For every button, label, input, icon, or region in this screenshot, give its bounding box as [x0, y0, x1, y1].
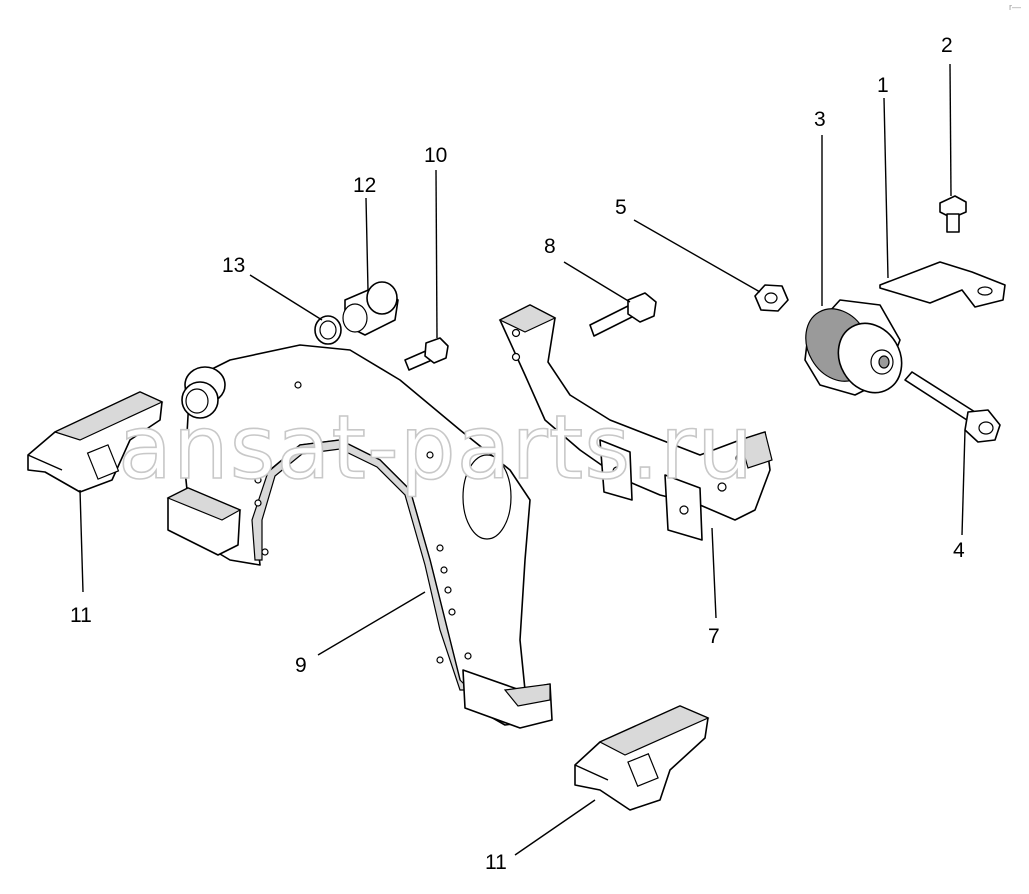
- part-11-block-upper: [27, 391, 164, 493]
- part-5-nut: [754, 284, 789, 312]
- callout-7: 7: [708, 625, 720, 648]
- part-1-plate: [879, 261, 1006, 308]
- corner-mark: r—: [1009, 2, 1021, 12]
- watermark-text: ansat-parts.ru: [118, 396, 754, 499]
- part-9-arch-bracket: [166, 344, 553, 729]
- callout-2: 2: [941, 34, 953, 57]
- callout-8: 8: [544, 235, 556, 258]
- callout-9: 9: [295, 654, 307, 677]
- callout-1: 1: [877, 74, 889, 97]
- part-4-long-bolt: [904, 371, 1001, 443]
- callout-12: 12: [353, 174, 376, 197]
- part-2-small-bolt: [939, 195, 967, 233]
- part-12-bushing: [342, 281, 399, 336]
- callout-11-lower: 11: [485, 851, 507, 874]
- callout-11-upper: 11: [70, 604, 92, 627]
- callout-4: 4: [953, 539, 965, 562]
- part-7-bent-bracket: [498, 304, 773, 541]
- callout-10: 10: [424, 144, 447, 167]
- part-10-bolt: [404, 337, 449, 371]
- leader-lines: [79, 63, 966, 856]
- part-11-block-lower: [574, 705, 710, 811]
- callout-3: 3: [814, 108, 826, 131]
- callout-13: 13: [222, 254, 245, 277]
- part-8-bolt: [589, 292, 657, 337]
- part-3-rubber-mount: [804, 299, 903, 396]
- callout-5: 5: [615, 196, 627, 219]
- part-13-ring: [314, 315, 342, 345]
- callout-numbers: 1 2 3 4 5 7 8 9 10 11 11 12 13: [70, 34, 965, 874]
